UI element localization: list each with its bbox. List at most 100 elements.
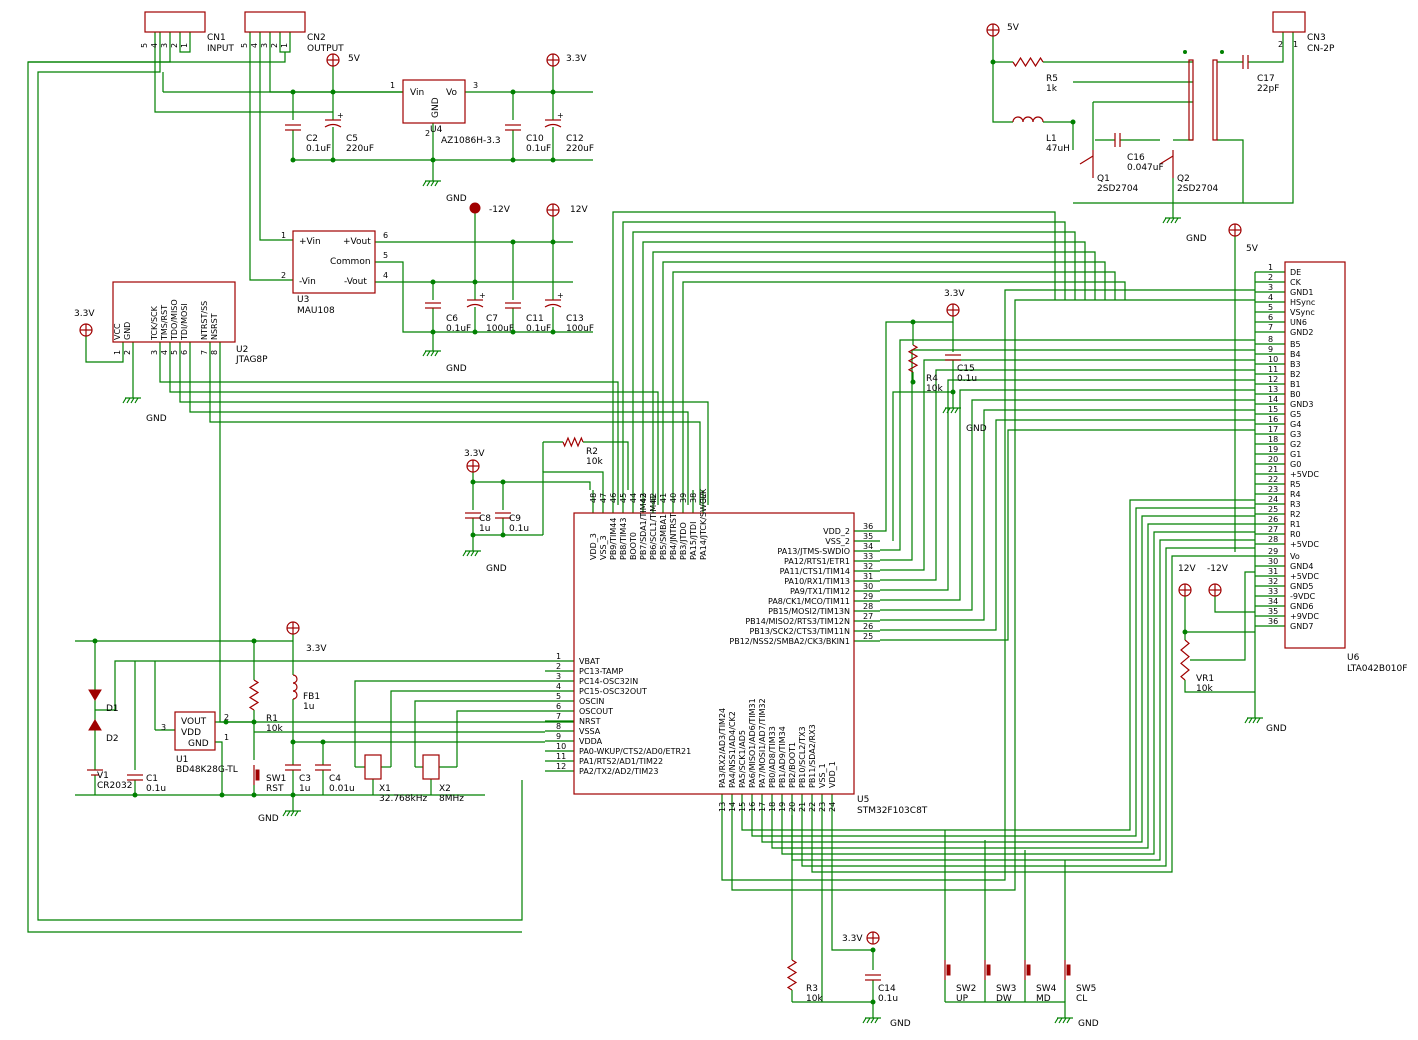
ferrite-bead [292, 690, 298, 700]
wire [279, 32, 291, 53]
u2-pin-name: TDO/MISO [170, 299, 179, 341]
u3-pin-6: 6 [383, 231, 388, 240]
u1-pin-2: 2 [224, 713, 229, 722]
u6-pin-name: G0 [1290, 460, 1301, 469]
junction [550, 157, 556, 163]
u6-pin-name: GND4 [1290, 562, 1313, 571]
u4-gnd-label: GND [431, 97, 441, 118]
ground-symbol [466, 550, 471, 557]
u6-pin-num: 18 [1268, 435, 1278, 444]
u5-top-pin-num: 43 [639, 493, 648, 503]
u4-pin-3: 3 [473, 81, 478, 90]
junction [430, 157, 436, 163]
u5-left-pin-name: VBAT [579, 657, 600, 666]
sw4-ref: SW4 [1036, 984, 1057, 994]
u5-bottom-pin-num: 23 [818, 802, 827, 812]
u2-ref: U2 [236, 345, 248, 355]
u5-top-pin-num: 38 [689, 493, 698, 503]
r5-value: 1k [1046, 84, 1058, 94]
u5-top-pin-num: 42 [649, 493, 658, 503]
u6-pin-num: 30 [1268, 557, 1278, 566]
u2-pin-name: TCK/SCK [150, 305, 159, 341]
gnd-u3: GND [446, 364, 467, 374]
u5-left-pin-name: PA1/RTS2/AD1/TIM22 [579, 757, 663, 766]
u5-left-pin-num: 9 [556, 732, 561, 741]
resistor [562, 436, 584, 448]
c2-ref: C2 [306, 134, 318, 144]
wire [880, 369, 1255, 581]
u5-ref: U5 [857, 795, 869, 805]
u2-pin-num: 7 [200, 350, 209, 355]
diode-d2 [88, 719, 102, 731]
power-5v-lcd: 5V [1246, 244, 1259, 254]
u2-pin-num: 2 [123, 350, 132, 355]
wire [37, 32, 523, 921]
connector-cn3: CN3 CN-2P 2 1 [1272, 11, 1335, 54]
wire [880, 379, 1255, 591]
wire [801, 547, 1255, 867]
ground-symbol [134, 397, 139, 404]
u5-top-pin-num: 47 [599, 493, 608, 503]
junction [132, 792, 138, 798]
connector-cn2: CN2 OUTPUT [244, 11, 344, 54]
cn2-pin: 4 [250, 43, 259, 48]
u6-pin-num: 23 [1268, 485, 1278, 494]
c10-ref: C10 [526, 134, 544, 144]
u1-ref: U1 [176, 755, 188, 765]
ground-symbol [954, 407, 959, 414]
cn3-value: CN-2P [1307, 44, 1335, 54]
wire [169, 342, 659, 505]
sw1-ref: SW1 [266, 774, 286, 784]
u5-top-pin-num: 48 [589, 493, 598, 503]
c11-ref: C11 [526, 314, 544, 324]
wire [761, 515, 1255, 843]
c8-ref: C8 [479, 514, 491, 524]
regulator-u4: Vin Vo GND 1 2 3 U4 AZ1086H-3.3 [390, 79, 501, 146]
c12-ref: C12 [566, 134, 584, 144]
u1-gnd: GND [188, 739, 209, 749]
cn3-ref: CN3 [1307, 33, 1326, 43]
junction [251, 638, 257, 644]
junction [870, 999, 876, 1005]
u5-right-pin-name: PB12/NSS2/SMBA2/CK3/BKIN1 [729, 637, 850, 646]
c10-value: 0.1uF [526, 144, 551, 154]
junction [251, 719, 257, 725]
cn1-value: INPUT [207, 44, 234, 54]
u2-pin-name: NTRST/SS [200, 301, 209, 340]
ground-symbol [870, 1017, 875, 1024]
wire [1243, 32, 1294, 204]
v1-ref: V1 [97, 771, 109, 781]
c13-value: 100uF [566, 324, 594, 334]
junction [219, 792, 225, 798]
u3-vout-plus: +Vout [343, 237, 371, 247]
r2-value: 10k [586, 457, 603, 467]
u1-pin-1: 1 [224, 733, 229, 742]
dcdc-u3: +Vin -Vin +Vout Common -Vout 1 2 6 5 4 U… [281, 230, 388, 316]
u3-ref: U3 [297, 295, 309, 305]
u2-pin-name: TDI/MOSI [180, 303, 189, 341]
c7-value: 100uF [486, 324, 514, 334]
switch-actuator [1066, 964, 1071, 976]
gnd-left: GND [258, 814, 279, 824]
r1-value: 10k [266, 724, 283, 734]
u5-left-pin-name: PC15-OSC32OUT [579, 687, 647, 696]
u5-right-pin-num: 35 [863, 532, 873, 541]
junction [550, 89, 556, 95]
c1-ref: C1 [146, 774, 158, 784]
u6-pin-num: 3 [1268, 283, 1273, 292]
polarity-mark: + [337, 111, 344, 120]
wire [892, 391, 953, 541]
junction [470, 479, 476, 485]
u3-pin-1: 1 [281, 231, 286, 240]
u5-top-pin-num: 44 [629, 493, 638, 503]
u5-bottom-pin-name: PA5/SCK1/AD5 [738, 730, 747, 788]
gnd-c15: GND [966, 424, 987, 434]
u5-right-pin-num: 34 [863, 542, 873, 551]
cn1-pin: 1 [180, 43, 189, 48]
u4-vo-label: Vo [446, 88, 457, 98]
wire [771, 523, 1255, 849]
u5-top-pin-name: VDD_3 [589, 533, 598, 560]
u5-top-pin-name: PB3/JTDO [679, 522, 688, 560]
junction [251, 792, 257, 798]
u6-pin-name: B4 [1290, 350, 1301, 359]
